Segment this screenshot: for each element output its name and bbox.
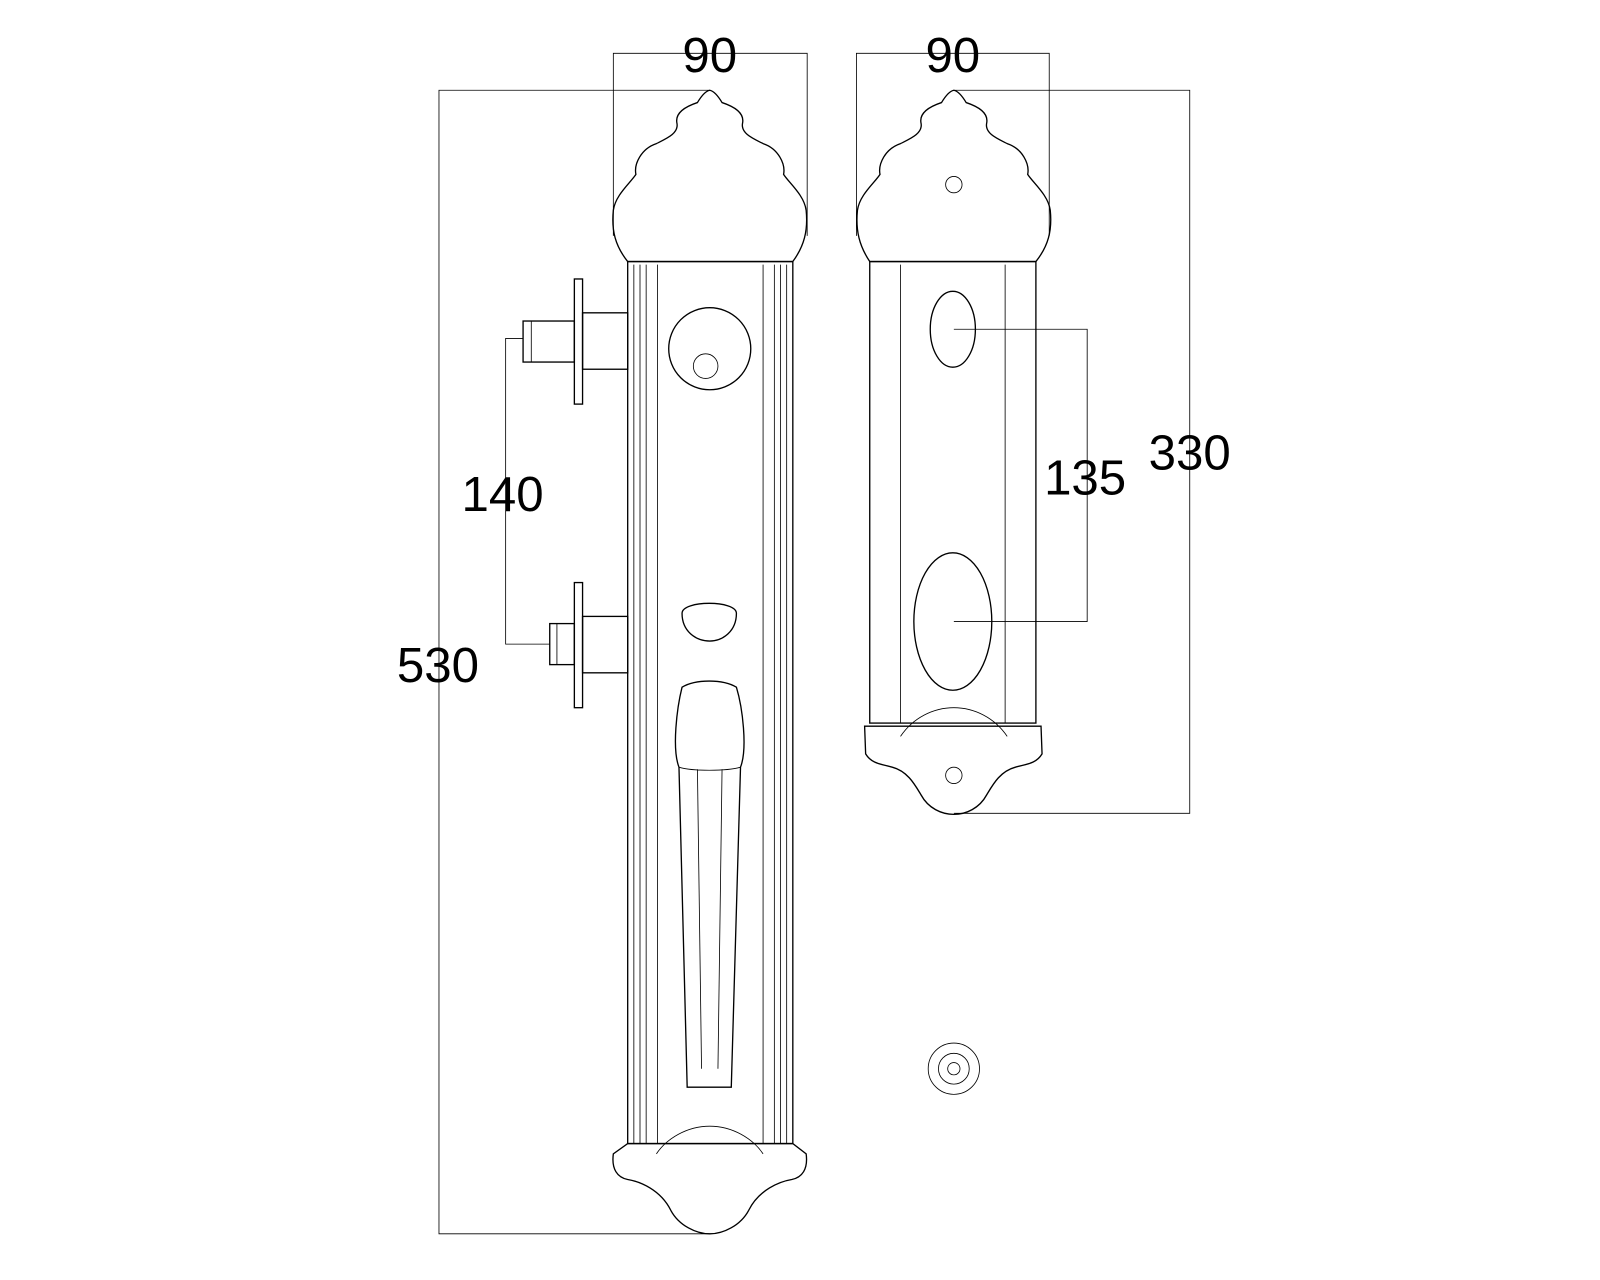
left-crown (612, 89, 808, 263)
dim-left-width: 90 (682, 28, 737, 83)
right-foot (863, 725, 1043, 816)
left-plate-body (627, 260, 794, 1145)
door-stop-icon (927, 1042, 980, 1095)
dim-left-height: 530 (397, 638, 479, 693)
interior-plate (856, 89, 1052, 1095)
keyhole-cylinder-icon (668, 307, 752, 391)
dim-hole-spacing: 135 (1044, 450, 1126, 505)
right-plate-body (869, 260, 1037, 724)
dim-right-height: 330 (1149, 426, 1231, 481)
spindle-lower (549, 581, 629, 709)
pull-handle (674, 680, 745, 1088)
spindle-upper (522, 278, 629, 405)
thumb-turn-slot (681, 602, 738, 642)
right-crown (856, 89, 1052, 263)
dim-spindle-spacing: 140 (462, 467, 544, 522)
exterior-handle-plate (522, 89, 808, 1235)
left-foot (612, 1142, 808, 1235)
dim-right-width: 90 (925, 28, 980, 83)
dimension-lines (438, 52, 1191, 1235)
